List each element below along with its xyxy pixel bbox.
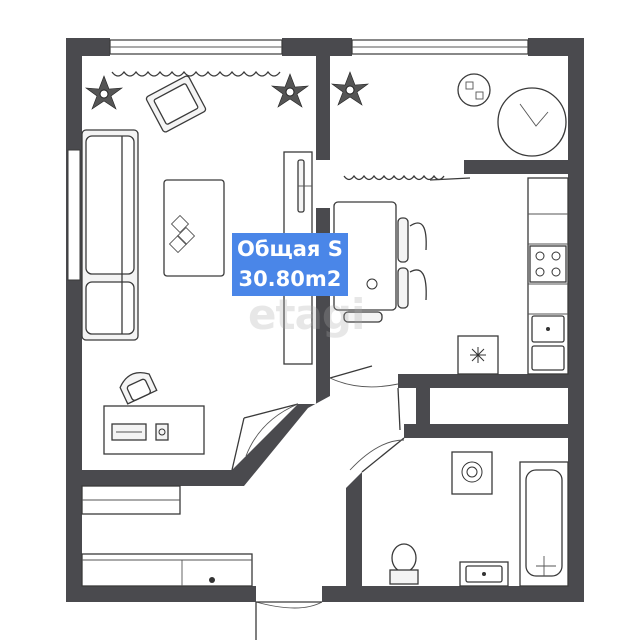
area-label-value: 30.80m2 — [238, 267, 342, 291]
plant-icon — [330, 71, 370, 106]
armchair — [145, 75, 207, 133]
bean-bag — [497, 87, 567, 157]
windows — [67, 39, 529, 281]
area-label-title: Общая S — [237, 237, 343, 261]
desk — [103, 405, 205, 455]
plant-icon — [84, 75, 124, 110]
sofa — [81, 129, 139, 341]
area-label: Общая S 30.80m2 — [232, 233, 348, 296]
office-chair — [119, 371, 158, 405]
coffee-table — [163, 179, 225, 277]
stove — [529, 245, 567, 283]
toilet — [389, 543, 419, 585]
fridge — [457, 335, 499, 375]
watermark: etagi — [248, 290, 365, 339]
bathroom-sink — [459, 561, 509, 587]
shoe-cabinet — [81, 553, 253, 587]
dining-table — [333, 201, 427, 323]
wardrobe — [81, 485, 181, 515]
washing-machine — [451, 451, 493, 495]
plant-icon — [270, 73, 310, 108]
doors — [231, 365, 405, 640]
bathtub — [519, 461, 569, 587]
sink — [531, 315, 565, 371]
side-table — [457, 73, 491, 107]
curtains — [111, 70, 471, 181]
